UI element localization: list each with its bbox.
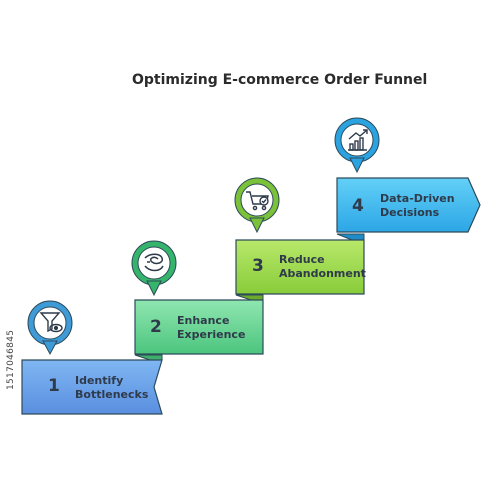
step-1-label: Identify Bottlenecks — [75, 374, 149, 401]
pin-2 — [131, 240, 177, 297]
step-2-label: Enhance Experience — [177, 314, 246, 341]
fold-3 — [336, 233, 365, 241]
step-4-block — [336, 177, 481, 233]
step-4-number: 4 — [352, 196, 364, 216]
funnel-eye-icon — [39, 312, 63, 333]
pin-4 — [334, 117, 380, 174]
step-3-block — [235, 239, 365, 295]
step-2-block — [134, 299, 264, 355]
pin-3 — [234, 177, 280, 234]
growth-chart-icon — [348, 129, 368, 151]
fold-2 — [235, 294, 264, 301]
step-3-label: Reduce Abandonment — [279, 253, 366, 280]
diagram-title: Optimizing E-commerce Order Funnel — [132, 72, 428, 88]
step-2-number: 2 — [150, 317, 162, 337]
step-1-block — [21, 359, 163, 415]
step-4-label: Data-Driven Decisions — [380, 192, 455, 219]
step-3-number: 3 — [252, 256, 264, 276]
cart-check-icon — [246, 191, 269, 211]
stock-id-watermark: 1517046845 — [6, 329, 16, 390]
swirl-face-icon — [144, 253, 164, 272]
fold-1 — [134, 354, 163, 361]
step-1-number: 1 — [48, 376, 60, 396]
